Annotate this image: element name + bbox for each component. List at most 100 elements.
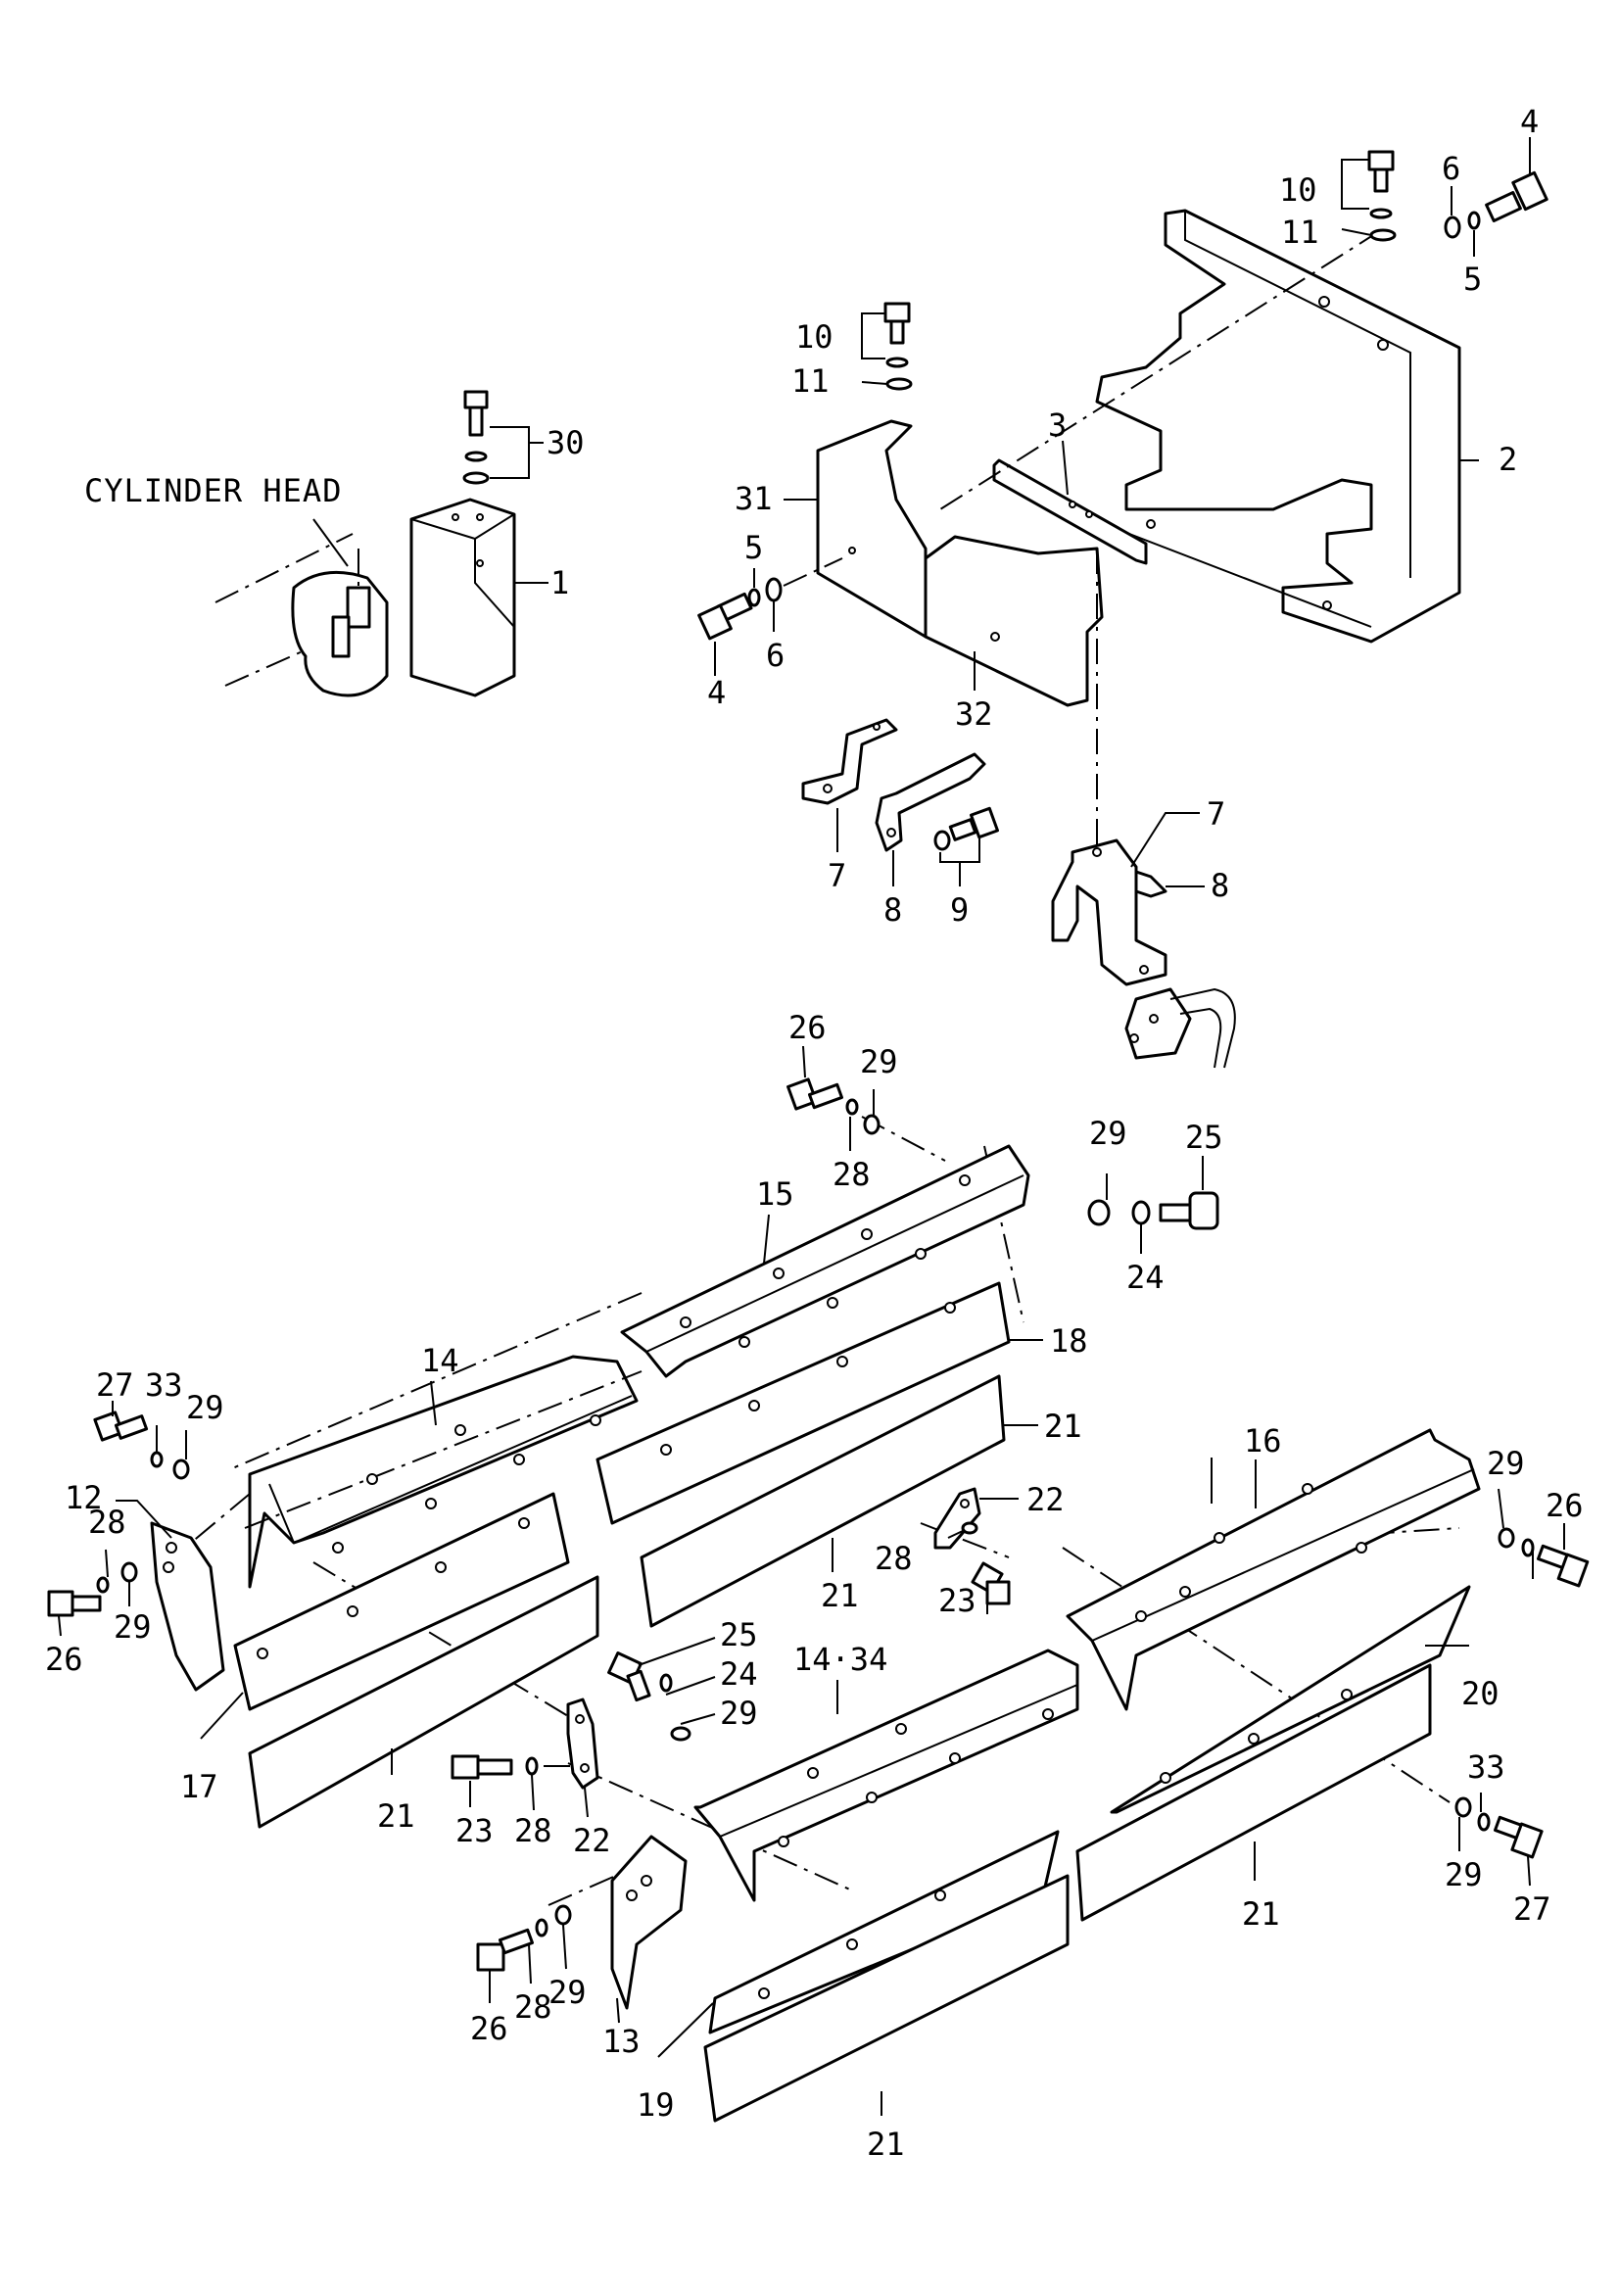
label-19: 19 — [637, 2086, 675, 2124]
part-23-bolt-right — [961, 1521, 1011, 1605]
label-10-upper: 10 — [1279, 171, 1317, 209]
part-30-bolt — [462, 390, 490, 485]
label-7-left: 7 — [828, 857, 846, 894]
part-4-5-6-bolt-right — [1444, 170, 1548, 239]
part-7-8-assembly — [1051, 838, 1167, 986]
label-28-centre: 28 — [514, 1812, 552, 1849]
label-5-left: 5 — [744, 529, 763, 566]
label-23-centre: 23 — [455, 1812, 494, 1849]
label-15: 15 — [756, 1175, 794, 1213]
label-28-top: 28 — [833, 1156, 871, 1193]
label-21-bottom: 21 — [867, 2126, 905, 2163]
label-4-left: 4 — [707, 674, 726, 711]
part-labels: CYLINDER HEAD 1 2 3 4 4 5 5 6 6 7 7 8 8 … — [45, 103, 1584, 2163]
label-33-left: 33 — [145, 1366, 183, 1404]
label-28-centre-right: 28 — [875, 1540, 913, 1577]
label-27-right: 27 — [1513, 1890, 1551, 1928]
part-26-bolt-right — [1498, 1527, 1590, 1588]
part-16-shield — [1066, 1428, 1481, 1711]
label-27-left: 27 — [96, 1366, 134, 1404]
part-19-plate — [708, 1830, 1060, 2034]
label-29-centre: 29 — [720, 1695, 758, 1732]
label-2: 2 — [1499, 441, 1517, 478]
part-7-bracket-left — [801, 718, 898, 805]
label-29-top-right: 29 — [1089, 1115, 1127, 1152]
part-2-bracket — [1095, 209, 1461, 644]
part-12-side-plate — [150, 1521, 225, 1692]
part-1-cover — [409, 498, 516, 697]
label-31: 31 — [735, 480, 773, 517]
label-14-34: 14·34 — [793, 1641, 887, 1678]
label-21-left: 21 — [377, 1797, 415, 1835]
part-18-plate — [595, 1281, 1011, 1525]
label-21-top-right: 21 — [1044, 1408, 1082, 1445]
part-9-bolt — [933, 806, 1000, 851]
label-21-right: 21 — [1242, 1895, 1280, 1933]
label-29-bottom: 29 — [548, 1974, 587, 2011]
cylinder-head-stud — [346, 586, 371, 629]
label-24-top: 24 — [1126, 1259, 1165, 1296]
part-21-plate-upper-centre — [640, 1374, 1006, 1628]
label-3: 3 — [1048, 407, 1067, 444]
label-29-left-lower: 29 — [114, 1608, 152, 1646]
part-32-panel — [924, 535, 1104, 707]
label-16: 16 — [1244, 1422, 1282, 1459]
label-28-bottom: 28 — [514, 1988, 552, 2026]
label-9: 9 — [950, 891, 969, 929]
part-27-bolt-right — [1454, 1796, 1544, 1859]
label-28-left: 28 — [88, 1504, 126, 1541]
exhaust-pipe-stub — [1124, 987, 1236, 1069]
label-8-right: 8 — [1211, 867, 1229, 904]
label-8-left: 8 — [883, 891, 902, 929]
label-18: 18 — [1050, 1322, 1088, 1360]
part-14-34-shield — [693, 1649, 1079, 1902]
part-22-clip-centre — [566, 1698, 599, 1790]
label-5-right: 5 — [1463, 261, 1482, 298]
part-15-shield — [620, 1144, 1030, 1378]
part-3-strip — [992, 458, 1148, 565]
label-33-right: 33 — [1467, 1748, 1505, 1786]
label-22-centre: 22 — [573, 1822, 611, 1859]
label-14: 14 — [421, 1342, 459, 1379]
label-25-top: 25 — [1185, 1119, 1223, 1156]
label-6-left: 6 — [766, 637, 785, 674]
part-25-bolt-centre — [607, 1651, 691, 1742]
label-26-bottom: 26 — [470, 2010, 508, 2047]
part-27-bolt-left — [93, 1411, 190, 1480]
label-11-upper: 11 — [1281, 214, 1319, 251]
part-20-plate — [1110, 1585, 1471, 1814]
part-13-side-plate — [610, 1835, 688, 2010]
label-26-left: 26 — [45, 1641, 83, 1678]
label-32: 32 — [955, 695, 993, 733]
label-21-extra-b: 21 — [1242, 1895, 1280, 1933]
label-29-left-upper: 29 — [186, 1389, 224, 1426]
label-30: 30 — [547, 424, 585, 461]
label-24-centre: 24 — [720, 1655, 758, 1693]
label-22-right: 22 — [1026, 1481, 1065, 1518]
part-22-clip-right — [933, 1487, 981, 1550]
label-10-lower: 10 — [795, 318, 833, 356]
part-10-11-bolt-upper — [1367, 150, 1397, 242]
label-29-right-lower: 29 — [1445, 1856, 1483, 1893]
label-21-top-centre: 21 — [821, 1577, 859, 1614]
label-21-extra-a: 21 — [1044, 1408, 1082, 1445]
part-14-shield — [244, 1355, 643, 1589]
part-21-plate-left — [248, 1575, 599, 1829]
label-25-centre: 25 — [720, 1616, 758, 1653]
label-1: 1 — [550, 564, 569, 601]
label-29-top: 29 — [860, 1043, 898, 1080]
label-29-right-upper: 29 — [1487, 1445, 1525, 1482]
part-26-bolt-top — [786, 1077, 881, 1135]
part-26-bolt-left — [47, 1561, 138, 1617]
label-12: 12 — [65, 1479, 103, 1516]
label-11-lower: 11 — [791, 362, 830, 400]
part-10-11-bolt-lower — [883, 302, 913, 391]
part-21-plate-right — [1075, 1663, 1432, 1922]
part-25-bolt-top-right — [1087, 1191, 1219, 1230]
cylinder-head-group — [214, 533, 389, 697]
title-cylinder-head: CYLINDER HEAD — [84, 472, 342, 509]
label-13: 13 — [602, 2023, 641, 2060]
label-20: 20 — [1461, 1675, 1500, 1712]
leader-lines — [58, 137, 1565, 2116]
